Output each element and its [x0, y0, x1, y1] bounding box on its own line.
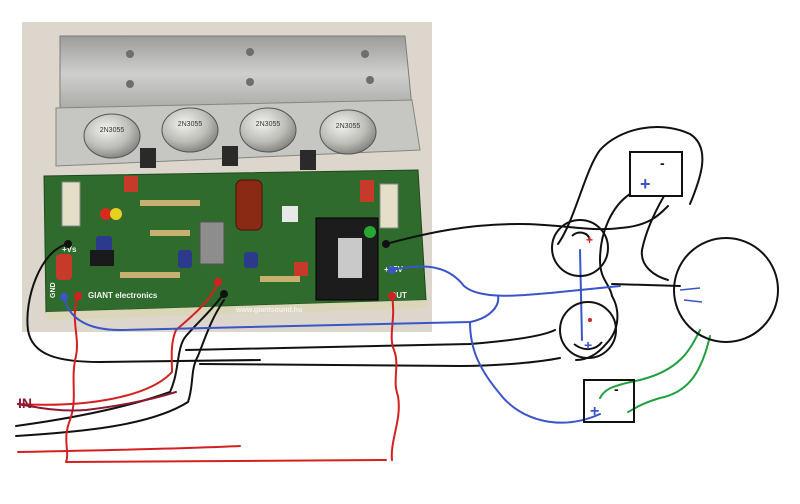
brand-label: GIANT electronics [88, 291, 158, 300]
capacitor-red [360, 180, 374, 202]
led-yellow [110, 208, 122, 220]
green-wire-a [599, 329, 701, 399]
switch-upper-plus: + [640, 174, 651, 194]
transistor-marking: 2N3055 [100, 127, 125, 134]
ic [90, 250, 114, 266]
switch-upper-minus: - [660, 155, 665, 171]
driver-transistor [140, 148, 156, 168]
black-wire-lower-run [199, 357, 561, 367]
red-wire-input-ext [17, 445, 241, 453]
wires [15, 126, 711, 463]
black-wire-upper-run [185, 329, 556, 351]
label-gnd: GND [50, 282, 57, 298]
film-capacitor [199, 221, 225, 265]
capacitor-lower-mark [573, 341, 603, 350]
capacitor-red [56, 254, 72, 280]
sketch-components: + - + - + + [551, 151, 779, 423]
blue-wire-vertical [579, 249, 583, 341]
relay-label [338, 238, 362, 278]
transistor-marking: 2N3055 [256, 121, 281, 128]
capacitor-upper-mark [571, 231, 591, 241]
black-wire-relay-to-speaker [385, 205, 669, 245]
heatsink-hole [246, 78, 254, 86]
fuse-holder [379, 183, 399, 229]
capacitor-lower [559, 301, 617, 359]
speaker-lead-2 [683, 299, 703, 303]
amplifier-board-photo: 2N3055 2N3055 2N3055 2N3055 [22, 22, 432, 332]
speaker [673, 237, 779, 343]
switch-upper [629, 151, 683, 197]
green-wires [599, 329, 711, 413]
resistor-row [120, 272, 180, 278]
black-wire-speaker [611, 283, 681, 287]
switch-lower-plus: + [590, 403, 599, 420]
fuse-holder [61, 181, 81, 227]
led-red [100, 208, 112, 220]
blue-wire-gnd [63, 295, 500, 331]
black-wire-top-loop [557, 126, 704, 245]
power-transistor: 2N3055 [239, 107, 297, 153]
heatsink-hole [126, 50, 134, 58]
input-label: IN [18, 395, 32, 411]
capacitor-red [124, 176, 138, 192]
red-wire-input [17, 281, 219, 406]
capacitor-upper-plus: + [586, 233, 593, 247]
capacitor-upper [551, 219, 609, 277]
blue-wire-15v [391, 265, 621, 297]
black-wire-switch-right [640, 195, 669, 281]
capacitor-red [294, 262, 308, 276]
capacitor-lower-plus: + [584, 337, 592, 353]
red-wire-out [390, 295, 400, 461]
red-wires [17, 281, 400, 463]
black-wire-input-b [15, 299, 225, 437]
dark-red-input-wire [17, 391, 177, 412]
heatsink-hole [366, 76, 374, 84]
pcb-edge [46, 300, 428, 320]
resistor-row [260, 276, 300, 282]
heatsink-hole [126, 80, 134, 88]
blue-wires [63, 249, 621, 424]
trimmer-pot [282, 206, 298, 222]
capacitor-lower-dot [588, 318, 592, 322]
label-plus-vs: +Vs [62, 245, 77, 254]
label-out: OUT [390, 291, 407, 300]
red-wire-gnd [65, 295, 387, 463]
heatsink-hole [246, 48, 254, 56]
switch-lower-minus: - [614, 381, 619, 397]
website-label: www.giantsound.hu [235, 307, 302, 314]
power-transistor: 2N3055 [83, 113, 141, 159]
black-wire-mid [575, 295, 619, 361]
switch-lower [583, 379, 635, 423]
electrolytic-cap [178, 250, 192, 268]
heatsink-hole [361, 50, 369, 58]
electrolytic-cap [244, 252, 258, 268]
resistor-row [140, 200, 200, 206]
speaker-lead-1 [679, 287, 701, 291]
blue-wire-bottom-loop [469, 321, 601, 424]
heatsink-back [59, 35, 413, 113]
driver-transistor [300, 150, 316, 170]
choke-coil [235, 179, 263, 231]
resistor-row [150, 230, 190, 236]
led-green [364, 226, 376, 238]
transistor-marking: 2N3055 [178, 121, 203, 128]
transistor-marking: 2N3055 [336, 123, 361, 130]
power-transistor: 2N3055 [319, 109, 377, 155]
power-transistor: 2N3055 [161, 107, 219, 153]
black-wire-switch-left [599, 193, 631, 297]
driver-transistor [222, 146, 238, 166]
green-wire-b [627, 335, 711, 413]
electrolytic-cap [96, 236, 112, 254]
